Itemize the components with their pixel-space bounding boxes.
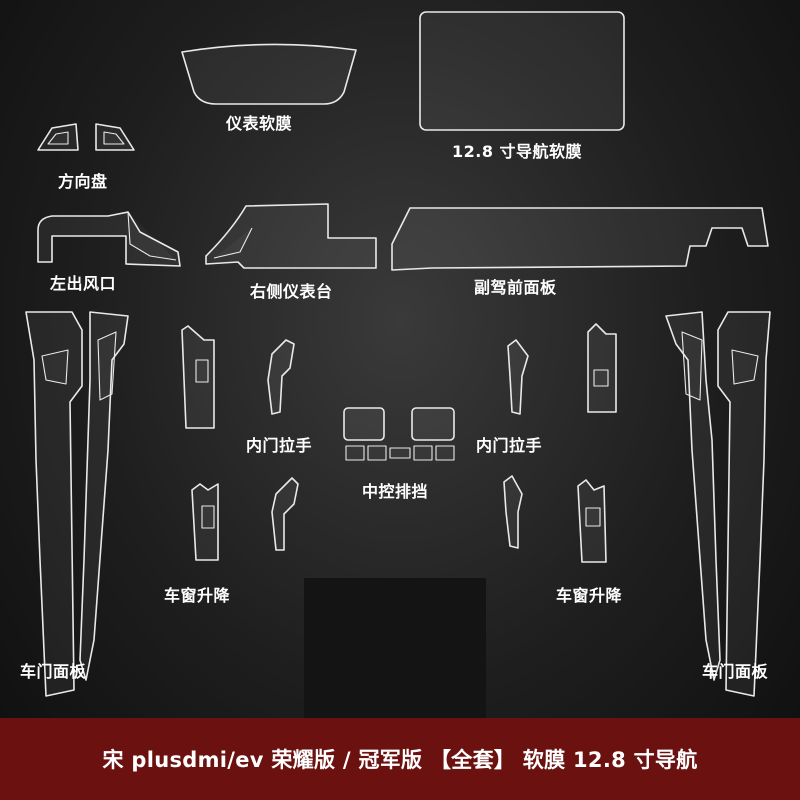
steering-left-inner [47, 131, 69, 145]
left-window-panel-b [271, 477, 299, 551]
right-door-panel-inner [731, 349, 759, 385]
passenger-panel-outline [391, 207, 769, 271]
label-nav-film: 12.8 寸导航软膜 [452, 142, 583, 161]
steering-right-inner [103, 131, 125, 145]
label-center-console: 中控排挡 [362, 482, 429, 501]
right-handle-panel-b-window [593, 369, 609, 387]
label-instrument-film: 仪表软膜 [226, 114, 293, 133]
left-handle-panel-b [267, 339, 295, 415]
label-door-panel-right: 车门面板 [702, 662, 769, 681]
right-handle-panel-b [587, 323, 617, 413]
left-handle-panel-a-window [195, 359, 209, 383]
left-door-trim-window [97, 331, 117, 401]
right-window-panel-a [503, 475, 523, 549]
right-handle-panel-a [507, 339, 529, 415]
banner-text: 宋 plusdmi/ev 荣耀版 / 冠军版 【全套】 软膜 12.8 寸导航 [102, 748, 698, 772]
label-inner-handle-left: 内门拉手 [246, 436, 313, 455]
instrument-film-outline [181, 43, 357, 105]
console-slot-1 [345, 445, 365, 461]
label-window-lift-right: 车窗升降 [556, 586, 623, 605]
label-left-vent: 左出风口 [50, 274, 117, 293]
right-door-trim-window [681, 331, 703, 401]
nav-film-outline [419, 11, 625, 131]
label-door-panel-left: 车门面板 [20, 662, 87, 681]
left-handle-panel-a [181, 325, 215, 429]
console-slot-4 [413, 445, 433, 461]
left-vent-outline [37, 211, 181, 267]
right-window-panel-b-window [585, 507, 601, 527]
right-door-panel-outer [717, 311, 771, 697]
right-dashboard-outline [205, 203, 377, 269]
console-block-right [411, 407, 455, 441]
left-window-panel-a [191, 483, 219, 561]
left-window-panel-a-window [201, 505, 215, 529]
label-passenger-panel: 副驾前面板 [474, 278, 557, 297]
console-block-left [343, 407, 385, 441]
dark-shadow-block [304, 578, 486, 718]
label-steering-wheel: 方向盘 [58, 172, 108, 191]
label-inner-handle-right: 内门拉手 [476, 436, 543, 455]
left-vent-detail [127, 211, 177, 261]
left-door-panel-outer [25, 311, 83, 697]
label-window-lift-left: 车窗升降 [164, 586, 231, 605]
left-door-trim-strip [79, 311, 129, 681]
product-banner: 宋 plusdmi/ev 荣耀版 / 冠军版 【全套】 软膜 12.8 寸导航 [0, 718, 800, 800]
right-dashboard-detail [213, 227, 253, 259]
left-door-panel-inner [41, 349, 69, 385]
console-slot-3 [389, 447, 411, 459]
console-slot-2 [367, 445, 387, 461]
right-window-panel-b [577, 479, 607, 563]
right-door-trim-strip [665, 311, 721, 681]
console-slot-5 [435, 445, 455, 461]
label-right-dashboard: 右侧仪表台 [250, 282, 333, 301]
